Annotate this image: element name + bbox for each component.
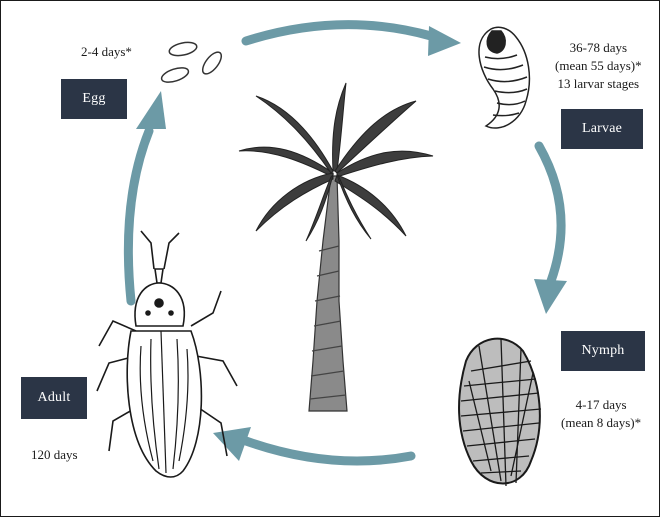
larvae-duration: 36-78 days (mean 55 days)* 13 larvar sta… xyxy=(555,39,642,93)
arrowhead-nymph xyxy=(534,279,567,314)
arrow-larvae-to-nymph xyxy=(539,146,561,281)
larvae-duration-line3: 13 larvar stages xyxy=(555,75,642,93)
adult-duration: 120 days xyxy=(31,446,78,464)
arrow-egg-to-larvae xyxy=(246,25,431,41)
egg-label: Egg xyxy=(61,79,127,119)
egg-duration: 2-4 days* xyxy=(81,43,132,61)
adult-label: Adult xyxy=(21,377,87,419)
nymph-duration-line2: (mean 8 days)* xyxy=(561,414,641,432)
nymph-duration: 4-17 days (mean 8 days)* xyxy=(561,396,641,432)
larvae-label: Larvae xyxy=(561,109,643,149)
larvae-duration-line1: 36-78 days xyxy=(555,39,642,57)
arrow-adult-to-egg xyxy=(128,131,149,301)
arrowhead-egg xyxy=(136,91,166,129)
nymph-label: Nymph xyxy=(561,331,645,371)
weevil-drawing xyxy=(97,231,237,477)
cocoon-drawing xyxy=(459,339,541,486)
larvae-duration-line2: (mean 55 days)* xyxy=(555,57,642,75)
arrow-nymph-to-adult xyxy=(246,441,411,461)
nymph-duration-line1: 4-17 days xyxy=(561,396,641,414)
larva-drawing xyxy=(479,27,529,128)
palm-tree-drawing xyxy=(239,83,433,411)
eggs-drawing xyxy=(160,40,225,85)
arrowhead-larvae xyxy=(428,26,461,56)
